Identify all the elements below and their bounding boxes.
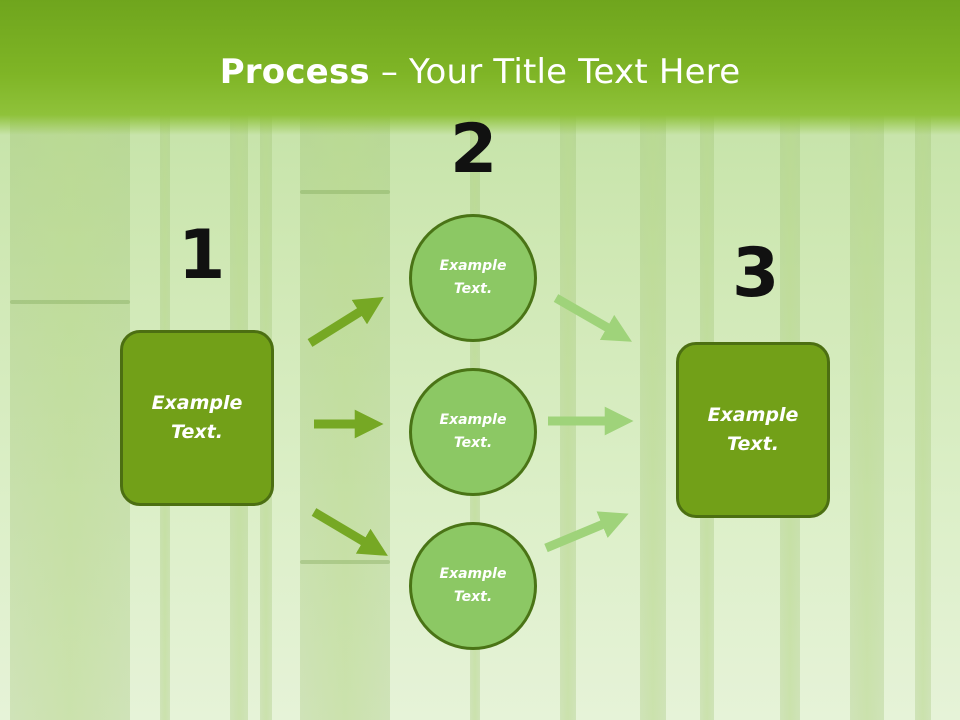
step-2-circle-3: Example Text.: [409, 522, 537, 650]
step-2-circle-2-text: Example Text.: [439, 412, 507, 451]
step-1-text: Example Text.: [151, 392, 243, 443]
step-2-circle-3-text: Example Text.: [439, 566, 507, 605]
arrow-1-to-circle-3: [311, 508, 388, 556]
slide-title: Process – Your Title Text Here: [0, 52, 960, 92]
step-2-circle-1-text: Example Text.: [439, 258, 507, 297]
bamboo-stalk: [640, 110, 666, 720]
step-2-circle-2: Example Text.: [409, 368, 537, 496]
bamboo-node: [300, 560, 390, 564]
title-bold: Process: [219, 52, 370, 92]
bamboo-stalk: [850, 110, 884, 720]
arrow-1-to-circle-1: [307, 296, 384, 347]
step-2-circle-1: Example Text.: [409, 214, 537, 342]
title-rest: – Your Title Text Here: [369, 52, 741, 92]
step-number-2: 2: [450, 110, 498, 189]
bamboo-node: [300, 190, 390, 194]
step-number-3: 3: [732, 234, 780, 313]
arrow-circle-3-to-3: [544, 511, 629, 553]
step-number-1: 1: [178, 216, 226, 295]
title-band: [0, 0, 960, 135]
bamboo-stalk: [915, 110, 931, 720]
step-1-box: Example Text.: [120, 330, 274, 506]
arrow-circle-1-to-3: [553, 294, 632, 342]
step-3-box: Example Text.: [676, 342, 830, 518]
step-3-text: Example Text.: [707, 404, 799, 455]
bamboo-stalk: [560, 110, 576, 720]
bamboo-stalk: [10, 110, 130, 720]
bamboo-node: [10, 300, 130, 304]
